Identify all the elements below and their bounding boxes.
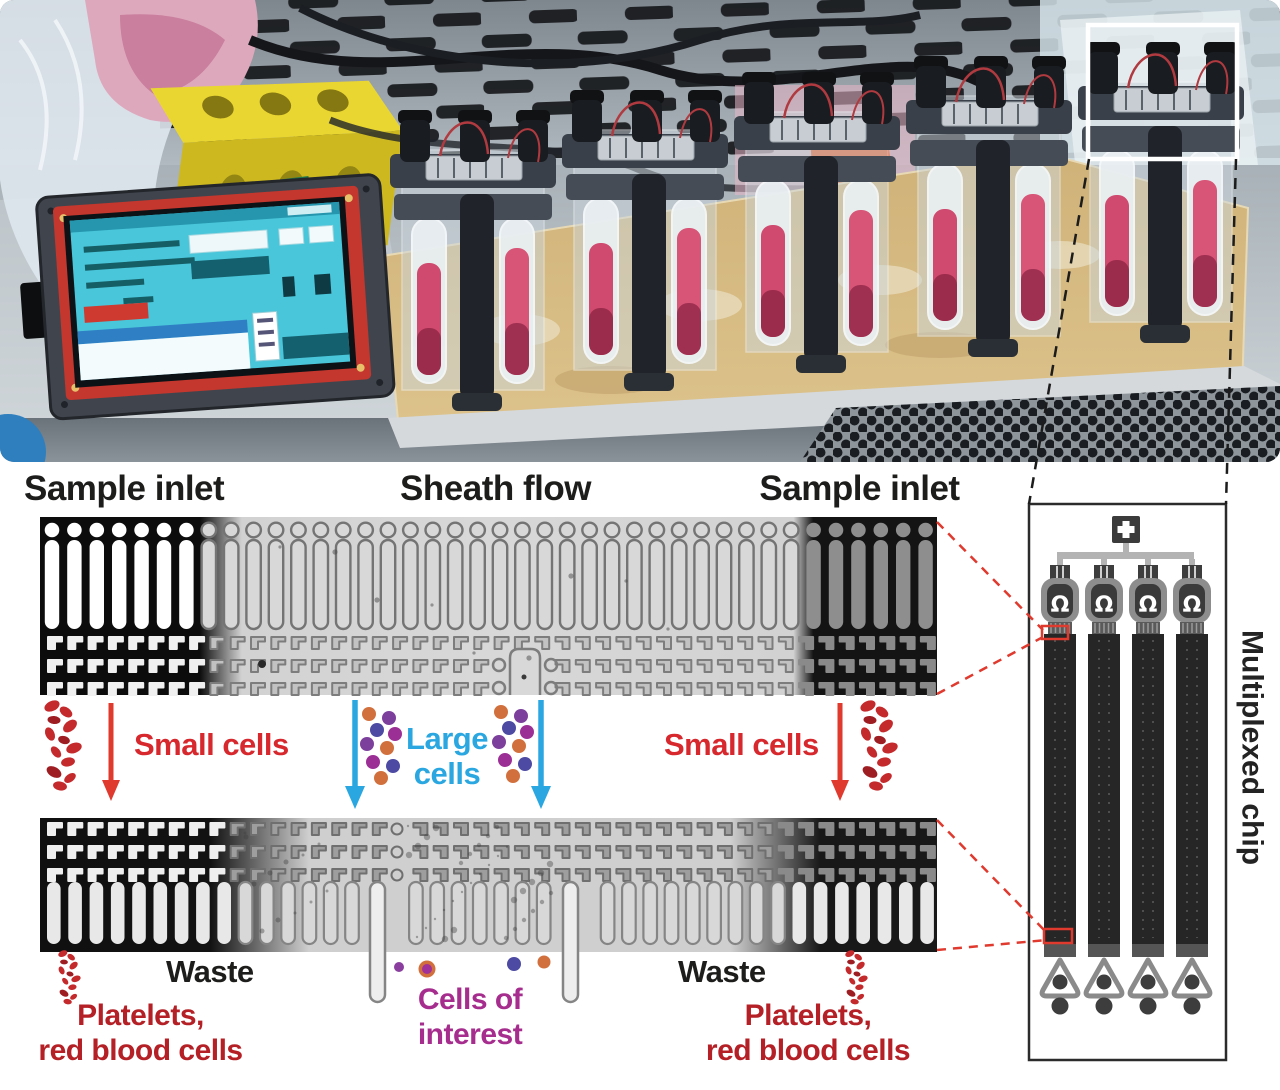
small-cells-arrow-left (102, 703, 120, 801)
large-cells-cluster (492, 705, 534, 783)
blue-cap (0, 414, 46, 462)
touchscreen-controller (20, 173, 396, 421)
screen-button[interactable] (188, 229, 269, 254)
chip-holder-unit (732, 70, 902, 375)
label-cells-of-interest: Cells of interest (417, 983, 523, 1052)
large-cells-cluster (360, 707, 402, 785)
svg-text:Ω: Ω (1051, 593, 1070, 618)
screen-button[interactable] (282, 332, 350, 360)
screen-button[interactable] (83, 302, 149, 323)
screen-button[interactable] (190, 255, 270, 280)
platelets-left-line2: red blood cells (38, 1033, 243, 1067)
label-sample-inlet-right: Sample inlet (759, 469, 960, 508)
base-shadow (885, 332, 995, 358)
chip-holder-unit (388, 108, 558, 413)
large-cells-arrow-left (345, 700, 365, 809)
screen-button[interactable] (308, 224, 335, 244)
label-large-cells: Large cells (406, 721, 488, 791)
red-blood-cells-cluster (42, 698, 84, 792)
svg-text:Ω: Ω (1183, 593, 1202, 618)
platelets-right-line2: red blood cells (705, 1033, 911, 1067)
chip-holder-unit (904, 54, 1074, 359)
platelets-left-line1: Platelets, (77, 999, 204, 1032)
svg-text:Ω: Ω (1095, 593, 1114, 618)
lab-setup-photo (0, 0, 1280, 462)
chip-holder-unit (560, 88, 730, 393)
label-small-cells-left: Small cells (134, 727, 289, 762)
label-platelets-left: Platelets, red blood cells (18, 999, 263, 1068)
large-cells-arrow-right (531, 700, 551, 809)
cable (298, 4, 921, 68)
label-multiplexed-chip: Multiplexed chip (1235, 630, 1269, 866)
lab-photo-scene (0, 0, 1280, 462)
cable (248, 35, 988, 90)
red-blood-cells-cluster (858, 698, 900, 792)
bag-crease (18, 18, 84, 171)
label-sheath-flow: Sheath flow (400, 469, 591, 508)
label-waste-right: Waste (678, 954, 766, 989)
screen-button[interactable] (278, 226, 305, 246)
screen-icon (282, 276, 296, 297)
chip-holder-unit (1076, 40, 1246, 345)
small-cells-arrow-right (831, 703, 849, 801)
label-waste-left: Waste (166, 954, 254, 989)
label-sample-inlet-left: Sample inlet (24, 469, 225, 508)
label-platelets-right: Platelets, red blood cells (678, 999, 938, 1068)
micrograph-sorting-inlet (40, 517, 937, 696)
screen-icon (314, 273, 332, 295)
label-small-cells-right: Small cells (664, 727, 819, 762)
pink-fluid (120, 14, 225, 96)
svg-text:Ω: Ω (1139, 593, 1158, 618)
micrograph-sorting-outlet (40, 818, 937, 1004)
platelets-right-line1: Platelets, (744, 999, 872, 1032)
